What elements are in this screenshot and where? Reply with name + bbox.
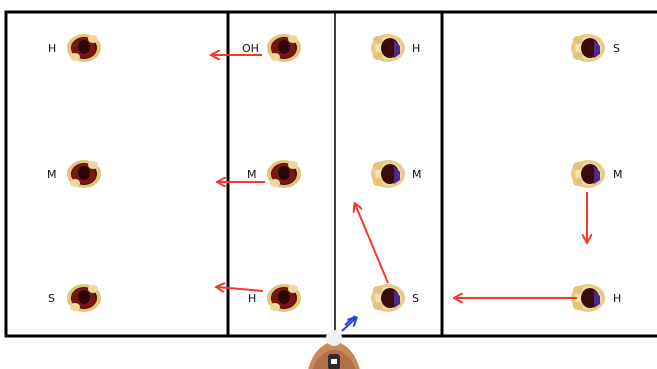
player-label: OH [242, 42, 259, 55]
player-label: S [613, 42, 620, 55]
player-label: H [248, 292, 256, 305]
player-label: H [48, 42, 56, 55]
court-lines [4, 10, 657, 338]
movement-arrow [355, 204, 389, 284]
player-icon [571, 34, 605, 62]
rotation-players: OH M H [242, 34, 301, 312]
left-side-players: H M S [47, 34, 101, 312]
center-players: H M S [371, 34, 422, 312]
player-label: S [48, 292, 55, 305]
player-label: M [247, 168, 257, 181]
movement-arrows [212, 55, 587, 298]
right-side-players: S M H [571, 34, 623, 312]
player-icon [267, 284, 301, 312]
player-icon [67, 34, 101, 62]
player-icon [371, 34, 405, 62]
court-outline [4, 10, 657, 338]
movement-arrow [217, 287, 264, 291]
player-icon [371, 160, 405, 188]
player-label: M [412, 168, 422, 181]
player-icon [267, 160, 301, 188]
player-label: M [47, 168, 57, 181]
player-label: H [613, 292, 621, 305]
player-icon [267, 34, 301, 62]
player-icon [67, 160, 101, 188]
player-icon [571, 160, 605, 188]
player-label: M [613, 168, 623, 181]
player-icon [67, 284, 101, 312]
blue-arrow [341, 315, 356, 332]
coach-icon [308, 330, 360, 369]
player-label: H [412, 42, 420, 55]
player-icon [371, 284, 405, 312]
player-label: S [412, 292, 419, 305]
